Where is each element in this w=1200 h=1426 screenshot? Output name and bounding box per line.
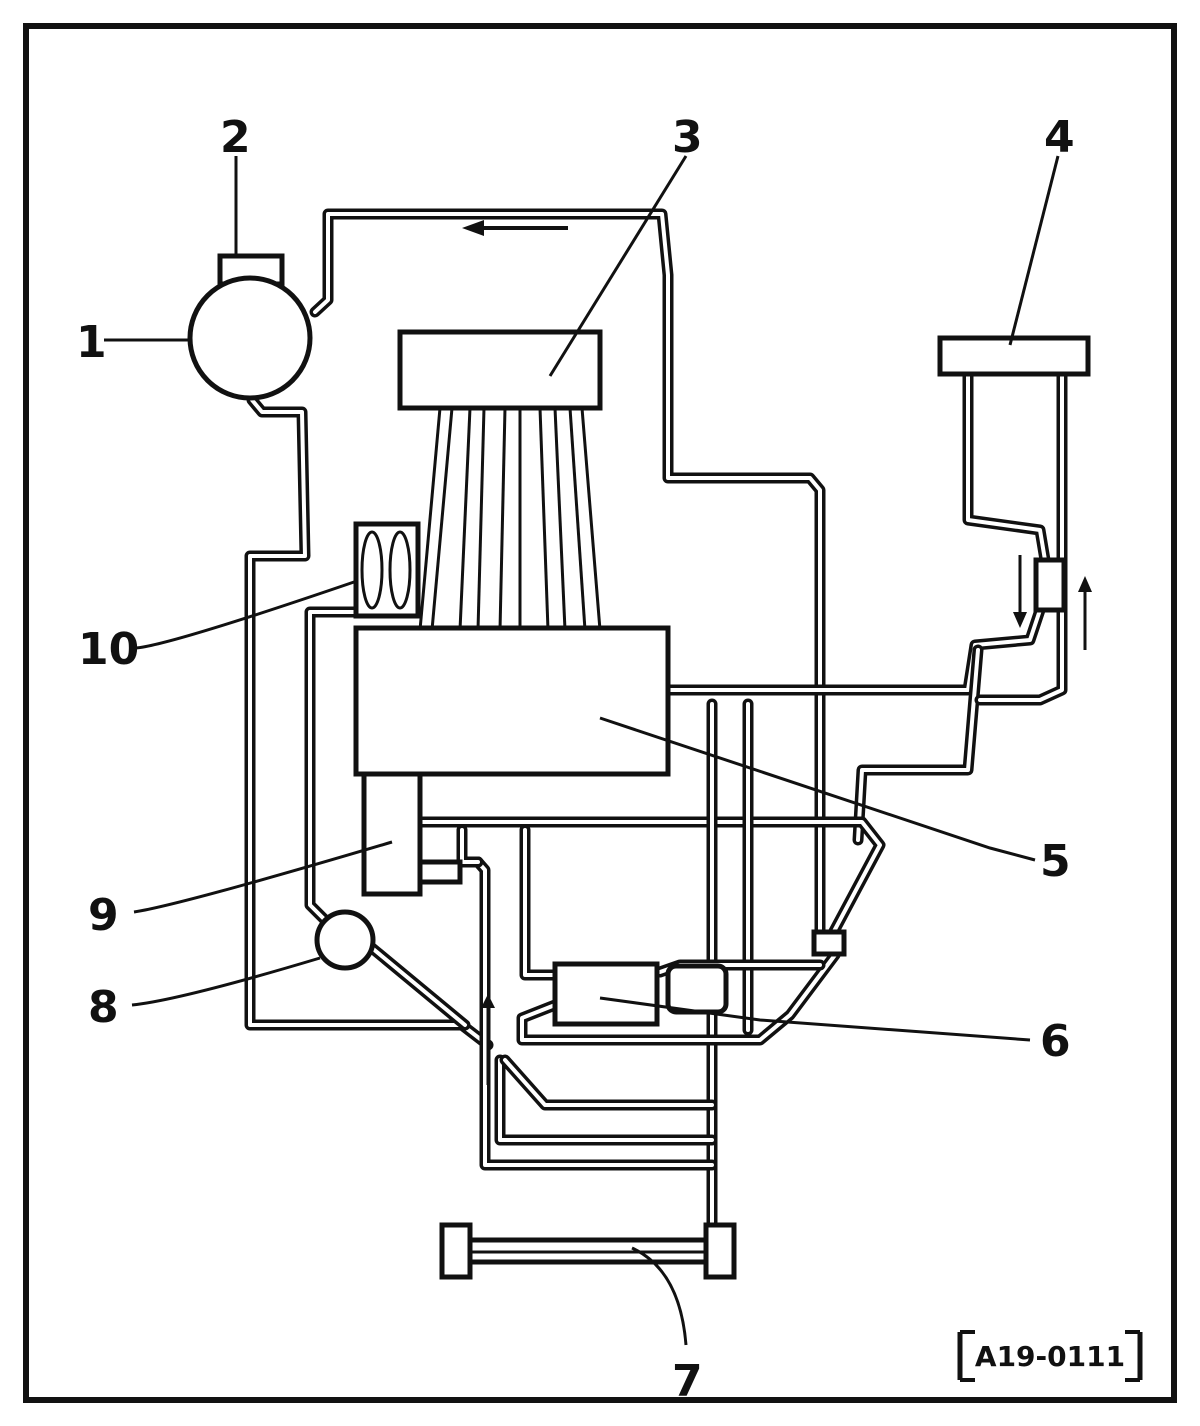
leader-7 [631,1246,688,1346]
component-6-valve-block [552,961,729,1027]
coupling [811,929,847,957]
component-5-block [353,625,671,777]
heater-supply-hose [662,604,1046,696]
pump-feed-hose [304,606,366,946]
diagram-frame [23,23,1177,1403]
component-4-reservoir [937,335,1092,650]
callout-1: 1 [76,317,107,368]
component-9-housing [361,771,423,897]
callout-3: 3 [672,112,703,163]
lower-loop-inner [499,1054,718,1111]
reference-code-box: A19-0111 [957,1330,1143,1382]
component-1-expansion-tank [187,253,313,401]
component-3-lines [418,407,602,631]
leader-5 [599,716,1036,862]
component-8-pump [314,909,376,971]
leader-8 [131,956,321,1007]
callout-6: 6 [1040,1016,1071,1067]
reference-code: A19-0111 [975,1340,1125,1373]
component-3-box [397,329,603,411]
component-10-element [353,521,421,619]
callout-9: 9 [88,890,119,941]
callout-5: 5 [1040,836,1071,887]
callout-10: 10 [78,624,139,675]
leader-9 [133,840,393,914]
callout-7: 7 [672,1356,703,1407]
callout-2: 2 [220,112,251,163]
callout-8: 8 [88,982,119,1033]
leader-6 [599,996,1031,1042]
leader-3 [548,155,688,377]
callout-4: 4 [1044,112,1075,163]
leader-10 [135,580,355,650]
leader-4 [1008,155,1060,346]
flow-arrow-top [462,220,568,236]
leader-lines [104,155,1060,1346]
callout-labels: 1 2 3 4 5 6 7 8 9 10 [76,112,1075,1407]
component-7-bar [439,1222,737,1280]
flow-arrow-lower [481,994,495,1085]
